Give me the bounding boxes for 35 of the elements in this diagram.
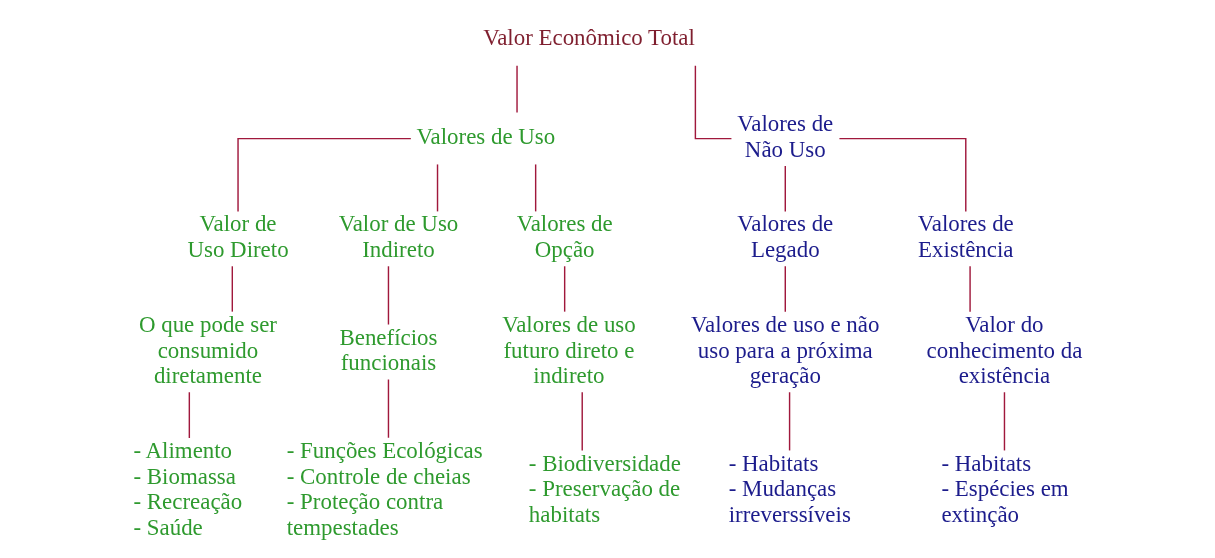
node-text: Valores de Não Uso <box>736 111 833 162</box>
connector <box>788 391 790 452</box>
connector <box>534 163 536 213</box>
node-text: - Habitats - Mudanças irreverssíveis <box>728 450 851 528</box>
connector <box>188 391 190 439</box>
node-text: Valores de uso futuro direto e indireto <box>501 311 636 389</box>
connector <box>515 65 518 114</box>
node-text: - Habitats - Espécies em extinção <box>940 450 1069 528</box>
node-text: Valor Econômico Total <box>482 25 695 51</box>
node-text: Valores de uso e não uso para a próxima geração <box>690 311 879 389</box>
node-text: Valores de Opção <box>516 211 613 263</box>
node-text: Valores de Existência <box>917 211 1014 263</box>
node-text: Valores de Uso <box>416 124 555 150</box>
connector <box>784 265 786 313</box>
node-text: - Funções Ecológicas - Controle de cheias - Proteção contra tempestades <box>286 437 483 541</box>
node-text: Benefícios funcionais <box>338 324 437 376</box>
connector <box>236 137 412 213</box>
connector <box>563 265 565 313</box>
node-text: - Alimento - Biomassa - Recreação - Saúde <box>132 437 242 541</box>
node-text: - Biodiversidade - Preservação de habitats <box>528 450 681 528</box>
node-text: Valor de Uso Direto <box>186 211 289 263</box>
connector <box>231 265 233 313</box>
node-text: Valor de Uso Indireto <box>338 211 458 263</box>
connector <box>387 265 389 326</box>
connector <box>838 137 966 213</box>
connector <box>784 165 786 213</box>
node-text: Valor do conhecimento da existência <box>926 311 1082 389</box>
connector <box>387 378 389 439</box>
connector <box>968 265 971 313</box>
node-text: Valores de Legado <box>736 211 833 263</box>
connector <box>1003 391 1005 452</box>
connector <box>581 391 583 452</box>
node-text: O que pode ser consumido diretamente <box>138 311 277 389</box>
connector <box>694 65 732 140</box>
connector <box>436 163 438 213</box>
